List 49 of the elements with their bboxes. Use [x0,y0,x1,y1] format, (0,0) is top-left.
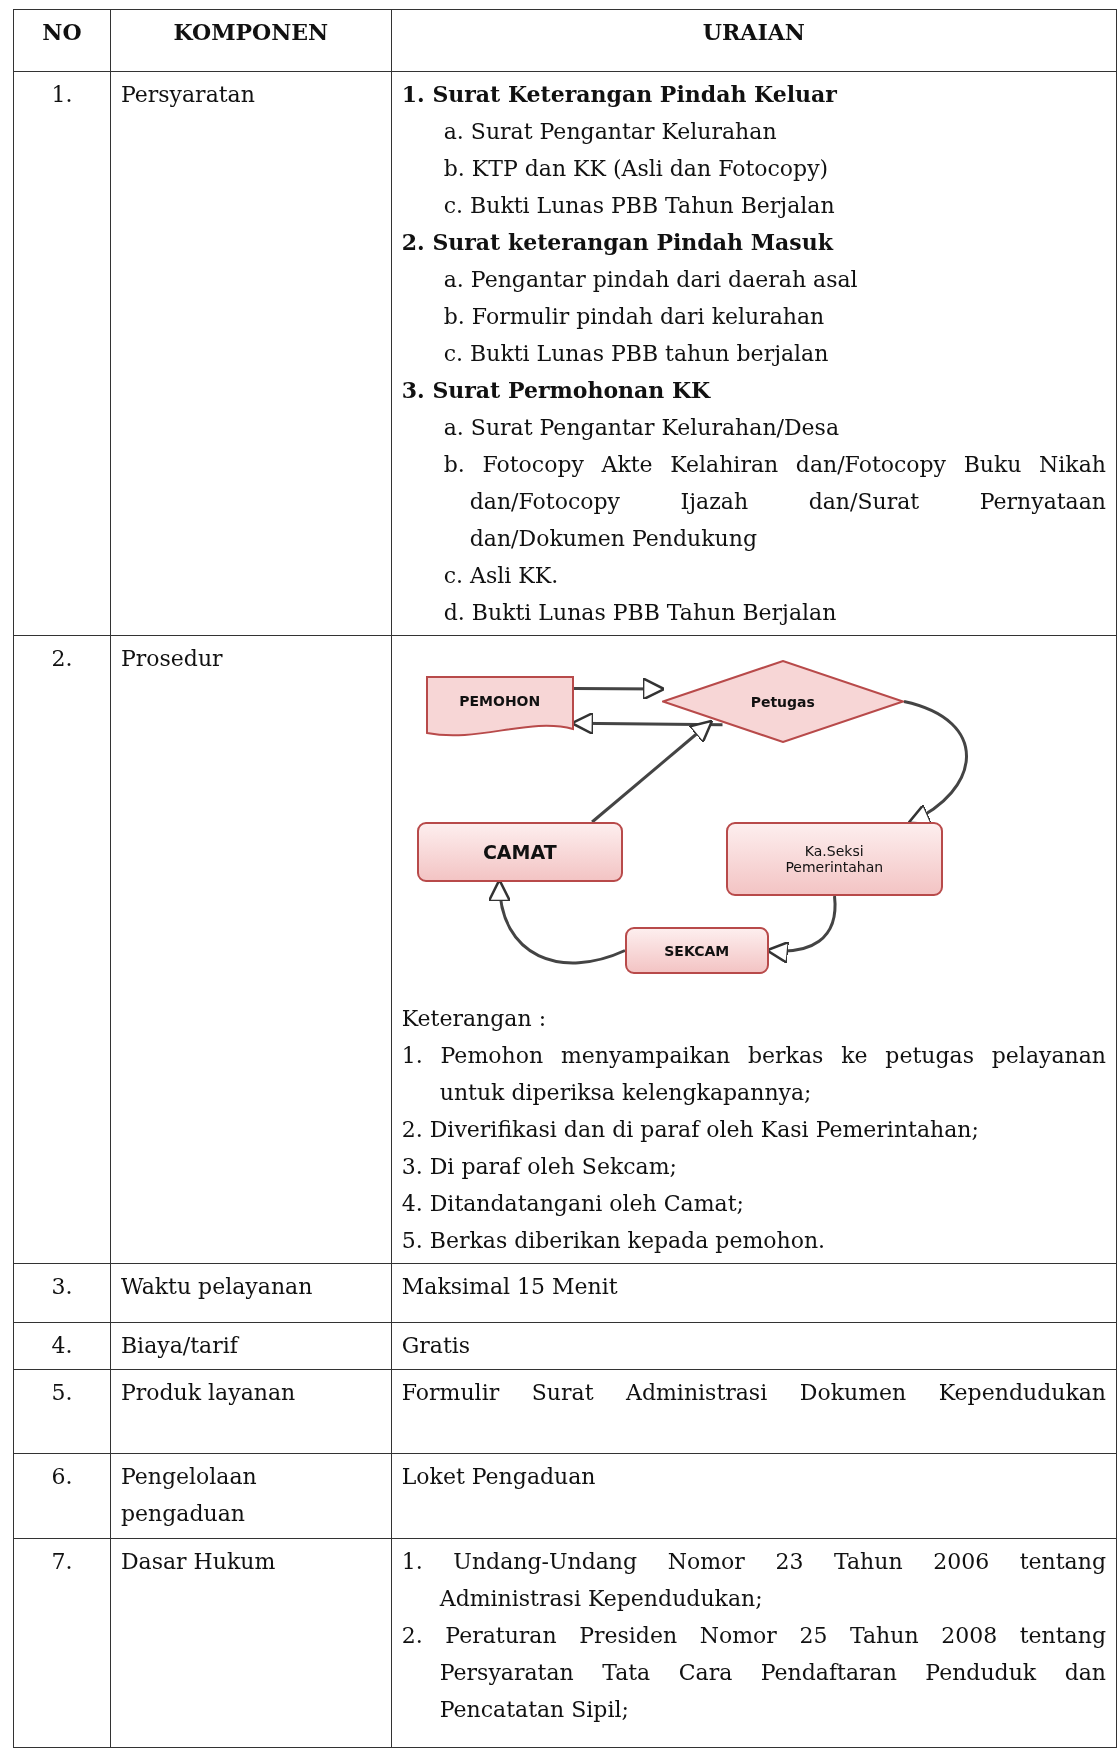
decision-diamond: Petugas [661,660,904,743]
cell-text: Gratis [401,1332,472,1360]
component-name: Waktu pelayanan [120,1273,314,1301]
list-item: b. Formulir pindah dari kelurahan [442,303,826,331]
row-number: 1. [50,81,74,109]
numbered-item: 2. Peraturan Presiden Nomor 25 Tahun 2008 tentang Persyaratan Tata Cara Pendaftaran Penduduk dan Pencatatan Sipil; [401,1622,1106,1724]
numbered-item: 1. Pemohon menyampaikan berkas ke petugas pelayanan untuk diperiksa kelengkapannya; [401,1042,1106,1107]
requirement-heading: 3. Surat Permohonan KK [401,376,712,405]
list-item: d. Bukti Lunas PBB Tahun Berjalan [442,599,838,627]
numbered-item: 2. Diverifikasi dan di paraf oleh Kasi Pemerintahan; [401,1116,980,1144]
row-number: 7. [50,1548,74,1576]
arrow [590,719,713,824]
row-number: 5. [50,1379,74,1407]
requirement-heading: 2. Surat keterangan Pindah Masuk [401,228,835,257]
column-header: NO [41,18,83,47]
arrow [903,700,968,825]
numbered-item: 1. Undang-Undang Nomor 23 Tahun 2006 tentang Administrasi Kependudukan; [401,1548,1106,1613]
cell-text: Loket Pengaduan [401,1463,597,1491]
cell-text: Formulir Surat Administrasi Dokumen Kependudukan [401,1379,1106,1407]
component-name: Biaya/tarif [120,1332,241,1360]
arrow [573,677,666,701]
row-number: 2. [50,645,74,673]
list-item: c. Bukti Lunas PBB tahun berjalan [442,340,830,368]
notes-heading: Keterangan : [401,1005,548,1033]
component-name: Pengelolaan pengaduan [120,1463,258,1528]
document-box: PEMOHON [425,676,574,739]
list-item: a. Surat Pengantar Kelurahan/Desa [442,414,841,442]
process-box: SEKCAM [624,927,769,974]
list-item: c. Bukti Lunas PBB Tahun Berjalan [442,192,836,220]
process-box: Ka.Seksi Pemerintahan [725,822,943,896]
numbered-item: 3. Di paraf oleh Sekcam; [401,1153,678,1181]
component-name: Prosedur [120,645,224,673]
component-name: Dasar Hukum [120,1548,277,1576]
list-item: c. Asli KK. [442,562,560,590]
numbered-item: 4. Ditandatangani oleh Camat; [401,1190,745,1218]
component-name: Persyaratan [120,81,256,109]
list-item: a. Surat Pengantar Kelurahan [442,118,778,146]
requirement-heading: 1. Surat Keterangan Pindah Keluar [401,80,838,109]
list-item: a. Pengantar pindah dari daerah asal [442,266,859,294]
numbered-item: 5. Berkas diberikan kepada pemohon. [401,1227,827,1255]
column-header: URAIAN [701,18,806,47]
row-number: 4. [50,1332,74,1360]
row-number: 6. [50,1463,74,1491]
column-header: KOMPONEN [172,18,330,47]
process-box: CAMAT [416,822,623,882]
cell-text: Maksimal 15 Menit [401,1273,619,1301]
list-item: b. KTP dan KK (Asli dan Fotocopy) [442,155,830,183]
row-number: 3. [50,1273,74,1301]
component-name: Produk layanan [120,1379,297,1407]
